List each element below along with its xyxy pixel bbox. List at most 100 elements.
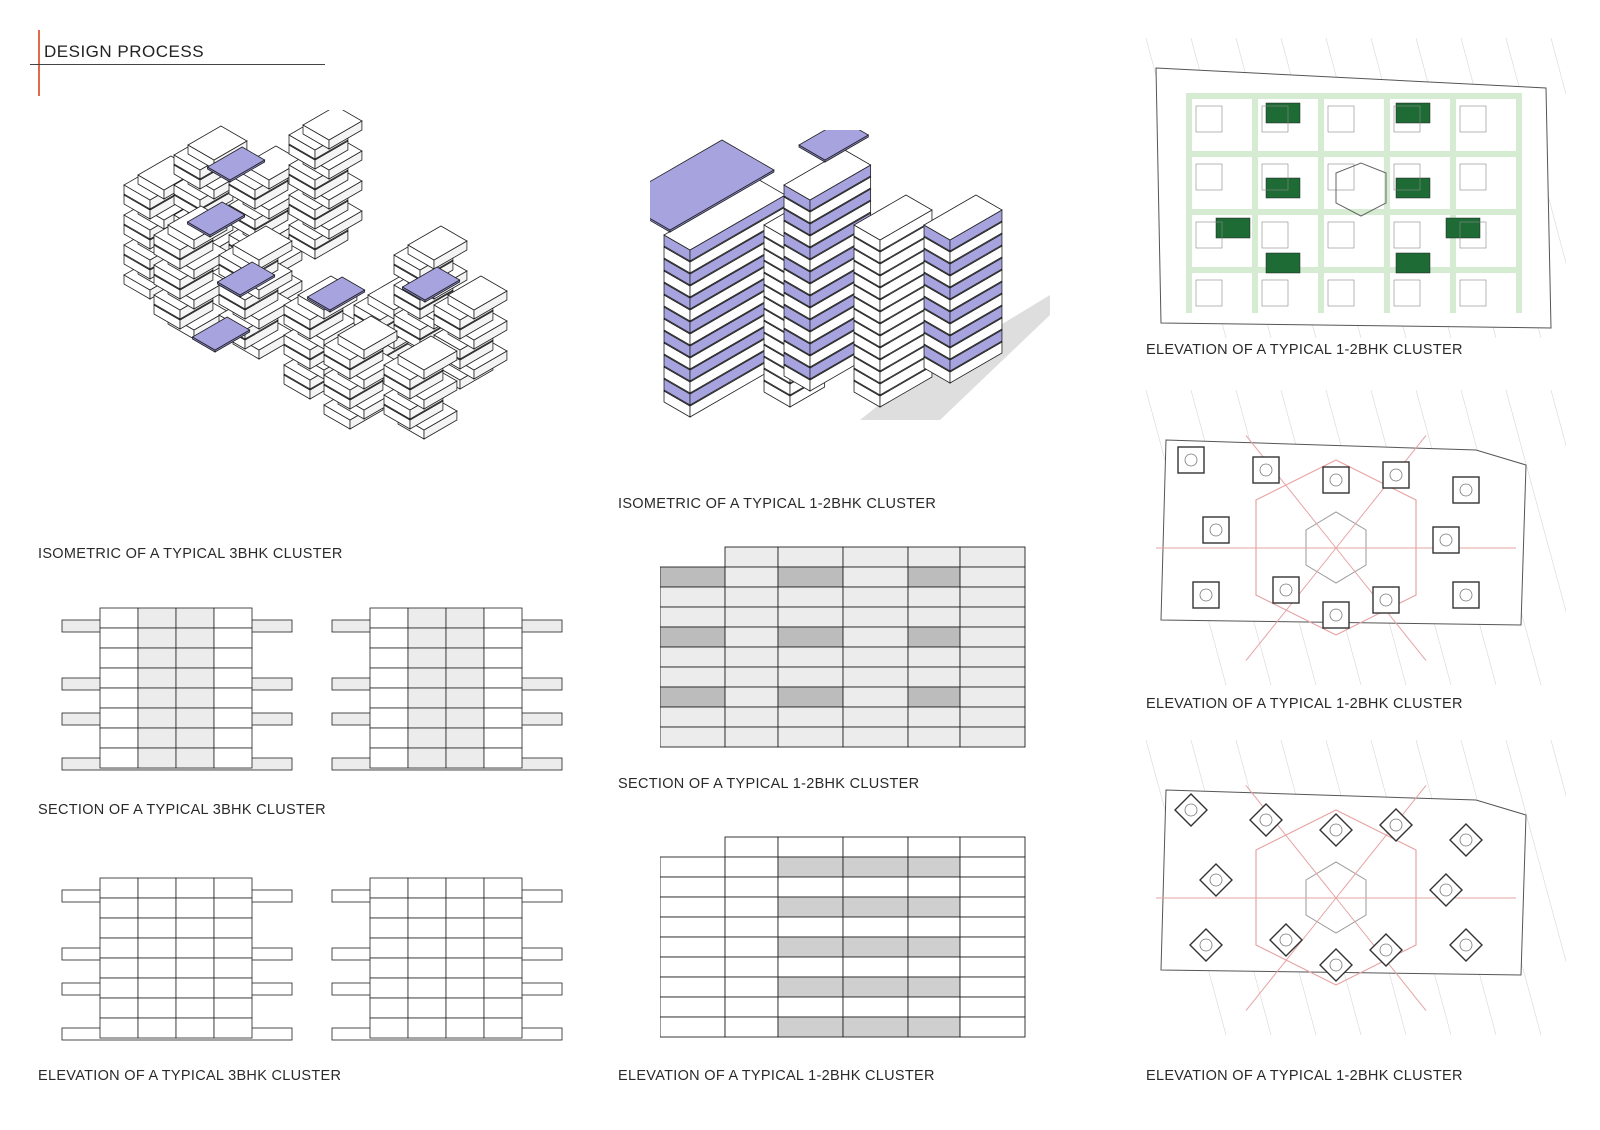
sec3-cell-0-7-2 [175,747,215,769]
sec3-cell-0-4-0 [99,687,139,709]
elev3-cell-1-3-0 [369,937,409,959]
plan1-green-park-7 [1395,252,1431,274]
elev12-cell-1-2 [777,856,844,878]
elev3-cell-1-3-3 [483,937,523,959]
elev3-cell-0-6-0 [99,997,139,1019]
elev12-cell-7-2 [777,976,844,998]
sec12-cell-0-1 [724,546,779,568]
sec12-cell-7-4 [907,686,961,708]
sec3-cell-1-1-2 [445,627,485,649]
plan1-green-park-2 [1215,217,1251,239]
elev3-cell-1-1-1 [407,897,447,919]
sec12-cell-2-1 [724,586,779,608]
plan3-cluster-core-3 [1459,833,1473,847]
sec3-cell-1-3-0 [369,667,409,689]
elev12-cell-5-4 [907,936,961,958]
sec3-cell-1-5-3 [483,707,523,729]
sec12-cell-0-5 [959,546,1026,568]
iso3-unit-10-0-top [337,315,398,351]
caption-plan-2: ELEVATION OF A TYPICAL 1-2BHK CLUSTER [1146,696,1463,712]
sec12-cell-1-3 [842,566,909,588]
elev12-cell-1-5 [959,856,1026,878]
elev12-cell-4-4 [907,916,961,938]
plan3-cluster-core-1 [1259,813,1273,827]
iso3-terrace-1-top [186,201,246,236]
plan1-block-0-2 [1327,105,1355,133]
elev12-cell-4-5 [959,916,1026,938]
elev12-cell-8-5 [959,996,1026,1018]
elev3-cell-0-2-1 [137,917,177,939]
plan2-cluster-11 [1322,601,1350,629]
sec12-cell-1-4 [907,566,961,588]
plan2-cluster-core-2 [1389,468,1403,482]
iso3-unit-11-0-top [397,335,458,371]
elev3-cell-0-3-2 [175,937,215,959]
plan2-cluster-core-6 [1199,588,1213,602]
iso3-unit-1-0-top [187,125,248,161]
sec3-cell-0-5-1 [137,707,177,729]
plan3-cluster-core-5 [1439,883,1453,897]
elev12-cell-9-5 [959,1016,1026,1038]
elev3-cell-1-0-3 [483,877,523,899]
plan1-green-strip-v-5 [1516,93,1522,313]
sec12-cell-3-1 [724,606,779,628]
plan2-cluster-core-1 [1259,463,1273,477]
elev12-cell-7-1 [724,976,779,998]
sec12-cell-7-1 [724,686,779,708]
elev3-cell-0-0-2 [175,877,215,899]
plan1-block-3-2 [1327,279,1355,307]
sec3-cell-1-3-1 [407,667,447,689]
elev3-cell-0-4-2 [175,957,215,979]
elev12-cell-2-2 [777,876,844,898]
elev12-cell-3-4 [907,896,961,918]
elev12-cell-8-4 [907,996,961,1018]
caption-elevation-3bhk: ELEVATION OF A TYPICAL 3BHK CLUSTER [38,1068,342,1084]
plan2-radial-road-2 [1245,547,1337,661]
sec3-cell-0-3-1 [137,667,177,689]
elev3-cell-1-2-2 [445,917,485,939]
plan3-cluster-2 [1379,808,1413,842]
header-accent-line [38,30,40,96]
elev3-cell-0-6-3 [213,997,253,1019]
iso3-unit-9-0-top [447,275,508,311]
sec12-cell-3-5 [959,606,1026,628]
elev3-cell-1-0-1 [407,877,447,899]
iso3-terrace-0-top [206,146,266,181]
sec3-cell-0-1-0 [99,627,139,649]
elev3-cell-0-0-3 [213,877,253,899]
sec12-cell-8-5 [959,706,1026,728]
plan1-block-2-1 [1261,221,1289,249]
sec3-cell-1-2-2 [445,647,485,669]
sec12-cell-0-4 [907,546,961,568]
elev12-cell-7-0 [660,976,726,998]
plan3-central-hex [1305,861,1367,934]
elev12-cell-6-2 [777,956,844,978]
elev12-cell-2-3 [842,876,909,898]
elev12-cell-0-5 [959,836,1026,858]
elev12-cell-6-0 [660,956,726,978]
elev12-cell-2-4 [907,876,961,898]
sec12-cell-6-2 [777,666,844,688]
sec12-cell-5-0 [660,646,726,668]
sec3-cell-0-2-0 [99,647,139,669]
sec3-cell-0-6-1 [137,727,177,749]
elev3-cell-0-3-3 [213,937,253,959]
caption-plan-3: ELEVATION OF A TYPICAL 1-2BHK CLUSTER [1146,1068,1463,1084]
plan2-radial-road-4 [1245,435,1337,549]
elev12-cell-3-1 [724,896,779,918]
plan2-cluster-2 [1382,461,1410,489]
elev12-cell-3-3 [842,896,909,918]
elev12-cell-0-1 [724,836,779,858]
elev12-cell-2-5 [959,876,1026,898]
sec3-cell-1-0-3 [483,607,523,629]
plan2-context-line-9 [1550,390,1566,447]
elev3-cell-0-1-2 [175,897,215,919]
iso3-terrace-5-top [401,266,461,301]
caption-plan-1: ELEVATION OF A TYPICAL 1-2BHK CLUSTER [1146,342,1463,358]
sec12-cell-3-2 [777,606,844,628]
elev3-cell-1-7-1 [407,1017,447,1039]
elev3-cell-0-7-0 [99,1017,139,1039]
plan1-green-strip-h-0 [1186,93,1516,99]
plan1-block-0-4 [1459,105,1487,133]
sec12-cell-5-5 [959,646,1026,668]
